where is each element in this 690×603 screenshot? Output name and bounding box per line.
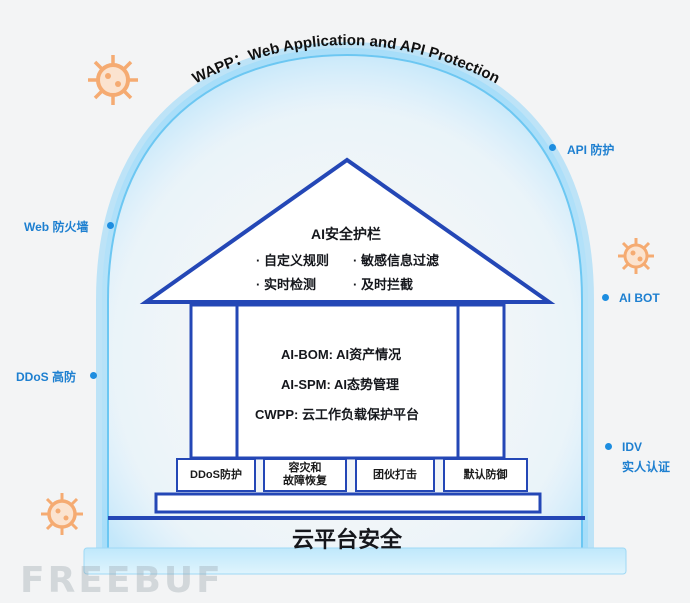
label-api-protect: API 防护 bbox=[567, 143, 615, 157]
roof-item: · 自定义规则 bbox=[256, 253, 329, 268]
left-column bbox=[189, 303, 239, 460]
base-box-gang-strike: 团伙打击 bbox=[355, 458, 435, 492]
base-box-ddos: DDoS防护 bbox=[176, 458, 256, 492]
roof-item: · 敏感信息过滤 bbox=[353, 253, 439, 268]
base-box-default-defense: 默认防御 bbox=[443, 458, 528, 492]
middle-item-cwpp: CWPP: 云工作负载保护平台 bbox=[255, 407, 419, 422]
middle-item-ai-bom: AI-BOM: AI资产情况 bbox=[281, 347, 402, 362]
step-upper bbox=[154, 492, 542, 514]
connector-dot bbox=[605, 443, 612, 450]
label-web-firewall: Web 防火墙 bbox=[24, 220, 89, 234]
label-idv-sub: 实人认证 bbox=[622, 460, 671, 474]
watermark: FREEBUF bbox=[20, 560, 224, 601]
label-idv: IDV bbox=[622, 440, 643, 454]
virus-icon bbox=[618, 238, 654, 274]
foundation-platform bbox=[83, 547, 627, 575]
right-column bbox=[456, 303, 506, 460]
roof bbox=[139, 157, 556, 304]
roof-title: AI安全护栏 bbox=[311, 226, 381, 242]
virus-icon bbox=[88, 55, 138, 105]
connector-dot bbox=[90, 372, 97, 379]
foundation-title: 云平台安全 bbox=[292, 527, 403, 552]
connector-dot bbox=[602, 294, 609, 301]
label-ai-bot: AI BOT bbox=[619, 291, 660, 305]
label-ddos-high: DDoS 高防 bbox=[16, 370, 77, 384]
connector-dot bbox=[107, 222, 114, 229]
connector-dot bbox=[549, 144, 556, 151]
virus-icon bbox=[41, 493, 83, 535]
base-box-disaster-recovery: 容灾和 故障恢复 bbox=[263, 458, 347, 492]
roof-item: · 实时检测 bbox=[256, 277, 316, 292]
middle-item-ai-spm: AI-SPM: AI态势管理 bbox=[281, 377, 399, 392]
roof-item: · 及时拦截 bbox=[353, 277, 413, 292]
